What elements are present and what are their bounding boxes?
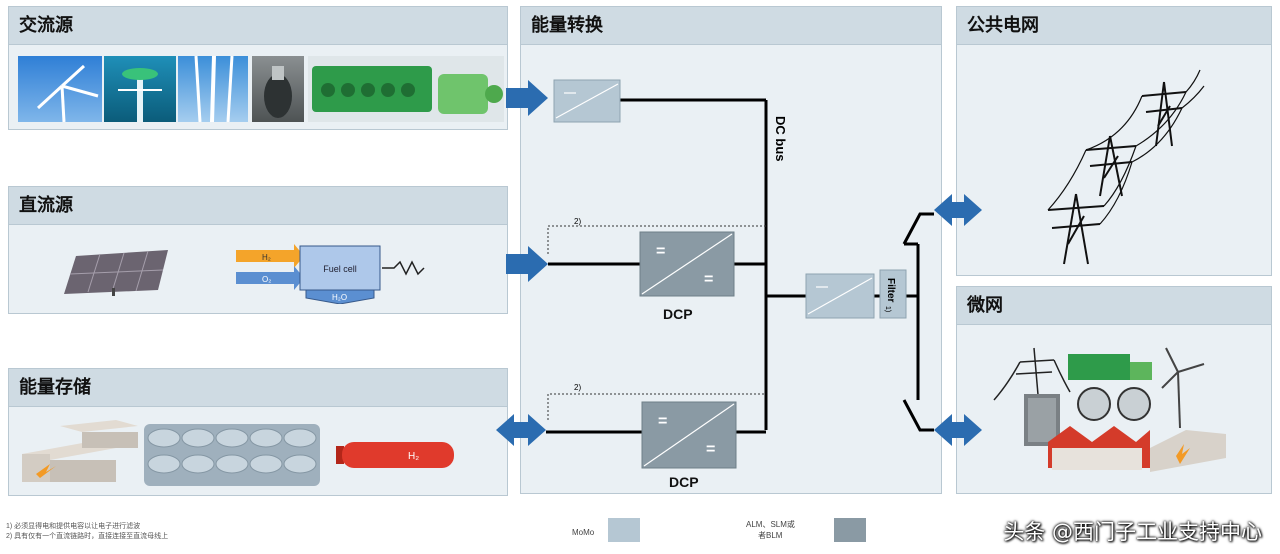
tidal-turbine-image [104,56,176,122]
transmission-towers-image [1030,66,1230,266]
hydrogen-tank-label: H₂ [408,451,419,462]
filter-label: Filter [885,278,896,303]
microgrid-title: 微网 [957,287,1271,325]
note-marker-top: 2) [574,217,581,226]
dcp-top-output-sign: = [704,271,713,288]
fuel-cell-label: Fuel cell [323,264,357,274]
legend-alm-label-2: 者BLM [758,531,783,540]
source-watermark: 头条 @西门子工业支持中心 [1003,520,1262,544]
hydro-turbine-image [252,56,304,122]
dc-input-arrow [506,246,548,282]
public-grid-title: 公共电网 [957,7,1271,45]
grid-bidirectional-arrow [934,194,982,226]
legend-alm-swatch [834,518,866,542]
wind-turbine-image [18,56,102,123]
note-marker-bottom: 2) [574,383,581,392]
microgrid-panel: 微网 [956,286,1272,494]
dcp-top-input-sign: = [656,243,665,260]
hydrogen-tank-image: H₂ [328,440,458,470]
legend-alm-label: ALM、SLM或 [746,520,795,529]
ac-source-title: 交流源 [9,7,507,45]
energy-storage-title: 能量存储 [9,369,507,407]
energy-conversion-title: 能量转换 [521,7,941,45]
dc-source-title: 直流源 [9,187,507,225]
supercapacitor-image [20,420,140,486]
dcp-bottom-input-sign: = [658,413,667,430]
public-grid-panel: 公共电网 [956,6,1272,276]
dcp-label-bottom: DCP [669,474,699,490]
generator-set-image [308,56,504,122]
dc-bus-label: DC bus [773,116,788,162]
battery-cells-image [142,420,322,488]
o2-input-label: O₂ [262,275,271,284]
dcp-bottom-output-sign: = [706,441,715,458]
filter-superscript: 1) [884,306,891,312]
footnote-1: 1) 必须显得电和提供电容以让电子进行滤波 [6,523,141,530]
dcp-label-top: DCP [663,306,693,322]
microgrid-bidirectional-arrow [934,414,982,446]
wind-blades-image [178,55,248,123]
legend-momo-swatch [608,518,640,542]
microgrid-illustration [990,338,1230,478]
solar-panel-image [62,248,172,296]
storage-bidirectional-arrow [496,414,546,446]
filter-box [879,269,907,319]
h2o-output-label: H₂O [332,293,347,302]
h2-input-label: H₂ [262,253,271,262]
fuel-cell-diagram: Fuel cell H₂ O₂ H₂O [236,244,425,304]
legend-momo-label: MoMo [572,528,595,537]
footnote-2: 2) 具有仅有一个直流链路时，直接连接至直流母线上 [6,533,169,540]
ac-input-arrow [506,80,548,116]
